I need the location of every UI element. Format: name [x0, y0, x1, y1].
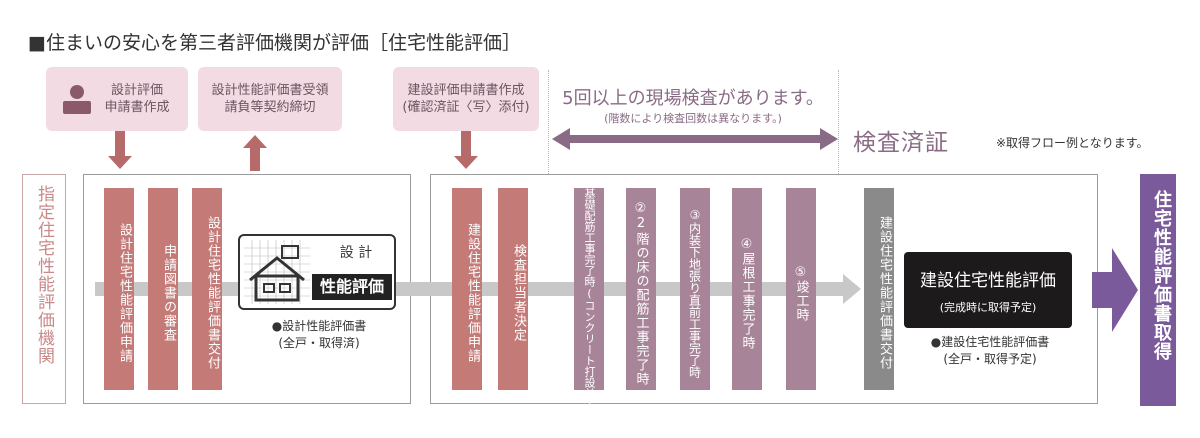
inspection-bar-3: ③ 内装下地張り直前工事完了時 — [680, 188, 710, 390]
construction-certificate-caption: ●建設住宅性能評価書 (全戸・取得予定) — [930, 335, 1050, 366]
construction-bar-inspector: 検査担当者決定 — [498, 188, 528, 390]
inspection-label: 2階の床の配筋工事完了時 — [633, 215, 649, 386]
construction-application-text: 建設評価申請書作成 (確認済証〈写〉添付) — [402, 83, 530, 115]
logo-top-text: 設 計 — [339, 245, 373, 261]
banner-divider-left — [548, 70, 549, 174]
inspection-number: ⑤ — [794, 264, 808, 280]
arrow-down-stem-2 — [461, 131, 471, 157]
design-bar-issue: 設計住宅性能評価書交付 — [192, 188, 222, 390]
page-title: ■住まいの安心を第三者評価機関が評価［住宅性能評価］ — [28, 32, 521, 54]
design-bar-application: 設計住宅性能評価申請 — [104, 188, 134, 390]
inspection-label: 屋根工事完了時 — [739, 251, 755, 350]
design-receipt-text: 設計性能評価書受領 請負等契約締切 — [211, 83, 329, 115]
arrow-down-icon — [108, 156, 132, 169]
inspection-label: 基礎配筋工事完了時(コンクリート打設前) — [583, 187, 596, 412]
inspection-banner-sub: (階数により検査回数は異なります。) — [604, 112, 782, 125]
arrow-up-icon — [243, 135, 267, 148]
construction-bar-issue: 建設住宅性能評価書交付 — [864, 188, 894, 390]
inspection-bar-1: ① 基礎配筋工事完了時(コンクリート打設前) — [574, 175, 604, 412]
logo-bottom-text: 性能評価 — [312, 274, 392, 300]
inspection-banner-main: 5回以上の現場検査があります。 — [562, 88, 824, 109]
banner-divider-right — [838, 70, 839, 174]
construction-bar-application: 建設住宅性能評価申請 — [452, 188, 482, 390]
inspection-number: ② — [634, 200, 648, 216]
inspection-bar-4: ④ 屋根工事完了時 — [732, 188, 762, 390]
design-certificate-logo: 設 計 性能評価 — [238, 234, 396, 310]
inspection-bar-2: ② 2階の床の配筋工事完了時 — [626, 188, 656, 390]
arrow-down-stem — [115, 131, 125, 157]
inspected-label: 検査済証 — [853, 130, 949, 156]
construction-certificate-title: 建設住宅性能評価 — [920, 271, 1056, 291]
design-bar-review: 申請図書の審査 — [148, 188, 178, 390]
result-arrow-icon — [1092, 248, 1138, 332]
house-grid-icon — [244, 240, 310, 304]
inspection-number: ③ — [689, 208, 701, 222]
construction-application-box: 建設評価申請書作成 (確認済証〈写〉添付) — [393, 67, 539, 131]
inspection-label: 内装下地張り直前工事完了時 — [687, 222, 702, 378]
flow-arrow-icon — [843, 274, 861, 304]
result-label: 住宅性能評価書取得 — [1151, 190, 1172, 361]
design-receipt-box: 設計性能評価書受領 請負等契約締切 — [198, 67, 342, 131]
double-arrow-icon — [552, 128, 838, 150]
construction-certificate-sub: (完成時に取得予定) — [939, 301, 1037, 314]
person-icon — [60, 83, 94, 115]
construction-certificate-box: 建設住宅性能評価 (完成時に取得予定) — [904, 252, 1072, 328]
inspection-label: 竣工時 — [793, 279, 809, 322]
inspection-number: ① — [584, 174, 594, 188]
inspection-number: ④ — [740, 236, 754, 252]
design-certificate-caption: ●設計性能評価書 (全戸・取得済) — [271, 319, 367, 350]
left-label-box: 指定住宅性能評価機関 — [22, 174, 66, 404]
evaluation-agency-label: 指定住宅性能評価機関 — [34, 185, 54, 365]
arrow-down-icon-2 — [454, 156, 478, 169]
design-application-box: 設計評価 申請書作成 — [46, 67, 188, 131]
inspection-bar-5: ⑤ 竣工時 — [786, 188, 816, 390]
design-application-text: 設計評価 申請書作成 — [104, 83, 170, 115]
result-box: 住宅性能評価書取得 — [1140, 174, 1176, 406]
arrow-up-stem — [250, 147, 260, 171]
flow-note: ※取得フロー例となります。 — [996, 136, 1149, 150]
